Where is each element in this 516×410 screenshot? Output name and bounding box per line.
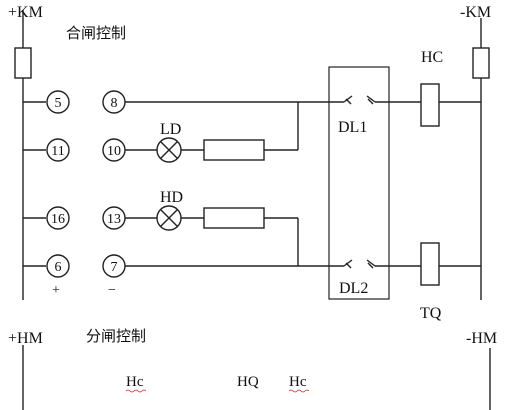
closing-circuit (125, 95, 481, 103)
terminal-8: 8 (102, 90, 126, 114)
lamp-hd-label: HD (160, 189, 183, 206)
bottom-hc-left-label: Hc (126, 374, 144, 390)
contact-dl1-icon (345, 98, 374, 105)
tripping-circuit (125, 259, 481, 267)
breaker-body (328, 66, 390, 300)
lamp-ld-label: LD (160, 121, 181, 138)
neg-km-label: -KM (460, 4, 491, 21)
open-control-label: 分闸控制 (86, 327, 146, 345)
pos-km-bus (14, 10, 46, 300)
bottom-hc-right-label: Hc (289, 374, 307, 390)
terminal-16: 16 (46, 206, 70, 230)
svg-text:6: 6 (55, 260, 62, 275)
svg-text:5: 5 (55, 96, 62, 111)
bottom-hc-right-underline (288, 389, 310, 393)
contact-dl2-icon (345, 262, 374, 269)
terminal-6: 6 (46, 254, 70, 278)
coil-hc-label: HC (421, 49, 443, 66)
neg-hm-label: -HM (466, 330, 497, 347)
terminal-13: 13 (102, 206, 126, 230)
neg-km-bus (472, 18, 490, 300)
minus-sign: − (108, 283, 116, 298)
lamp-ld-icon (156, 137, 182, 163)
pos-km-label: +KM (8, 4, 43, 21)
terminal-7: 7 (102, 254, 126, 278)
plus-sign: + (52, 283, 60, 298)
svg-text:10: 10 (107, 144, 121, 159)
fuse-left (14, 47, 32, 79)
svg-text:7: 7 (111, 260, 118, 275)
resistor-hd (203, 207, 265, 229)
coil-hc (420, 83, 440, 127)
contact-dl1-label: DL1 (338, 119, 367, 136)
svg-text:11: 11 (51, 144, 64, 159)
terminal-5: 5 (46, 90, 70, 114)
coil-tq-label: TQ (420, 305, 442, 322)
svg-text:16: 16 (51, 212, 65, 227)
fuse-right (472, 47, 490, 79)
green-lamp-branch (125, 102, 299, 151)
bottom-hc-left-underline (125, 389, 147, 393)
contact-dl2-label: DL2 (339, 280, 368, 297)
pos-hm-label: +HM (8, 330, 43, 347)
bottom-hq-label: HQ (237, 374, 259, 390)
terminal-10: 10 (102, 138, 126, 162)
coil-tq (420, 242, 440, 286)
close-control-label: 合闸控制 (66, 24, 126, 42)
lamp-hd-icon (156, 205, 182, 231)
red-lamp-branch (125, 217, 299, 266)
svg-text:13: 13 (107, 212, 121, 227)
resistor-ld (203, 139, 265, 161)
terminal-11: 11 (46, 138, 70, 162)
svg-text:8: 8 (111, 96, 118, 111)
